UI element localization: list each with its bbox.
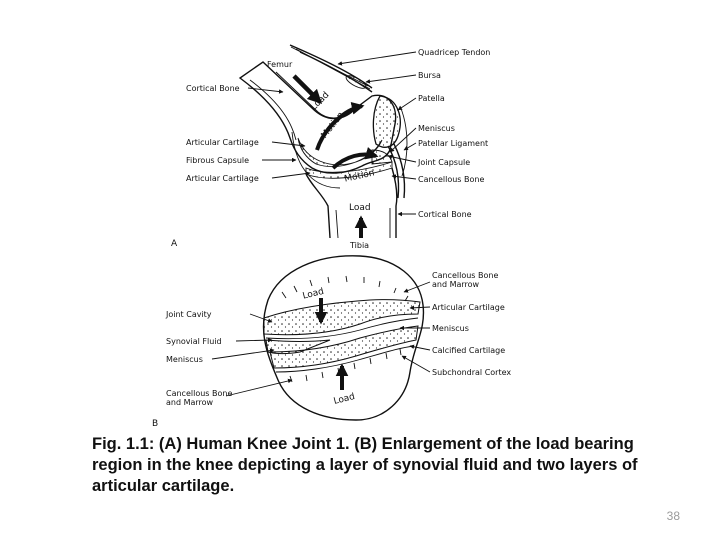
figure-caption: Fig. 1.1: (A) Human Knee Joint 1. (B) En… bbox=[92, 434, 652, 497]
label-and-marrow: and Marrow bbox=[166, 398, 214, 407]
label-quadricep-tendon: Quadricep Tendon bbox=[418, 48, 490, 57]
label-tibia: Tibia bbox=[349, 241, 369, 250]
panel-label-b: B bbox=[152, 419, 158, 429]
label-joint-cavity: Joint Cavity bbox=[165, 310, 212, 319]
label-meniscus: Meniscus bbox=[166, 355, 203, 364]
label-fibrous-capsule: Fibrous Capsule bbox=[186, 156, 249, 165]
patella bbox=[373, 96, 400, 147]
label-cortical-bone: Cortical Bone bbox=[418, 210, 472, 219]
label-joint-capsule: Joint Capsule bbox=[417, 158, 470, 167]
label-patellar-ligament: Patellar Ligament bbox=[418, 139, 488, 148]
label-bursa: Bursa bbox=[418, 71, 441, 80]
label-meniscus: Meniscus bbox=[432, 324, 469, 333]
label-cortical-bone: Cortical Bone bbox=[186, 84, 240, 93]
label-cancellous-bone: Cancellous Bone bbox=[166, 389, 232, 398]
label-cancellous-bone: Cancellous Bone bbox=[432, 271, 498, 280]
page-number: 38 bbox=[640, 509, 680, 523]
arrow-label-motion: Motion bbox=[320, 110, 347, 140]
label-articular-cartilage: Articular Cartilage bbox=[186, 174, 259, 183]
panel-label-a: A bbox=[171, 239, 178, 249]
diagram-a-knee-joint: Load Motion Motion Load Femur Cortical B… bbox=[171, 45, 490, 250]
label-and-marrow: and Marrow bbox=[432, 280, 480, 289]
label-articular-cartilage: Articular Cartilage bbox=[432, 303, 505, 312]
label-cancellous-bone: Cancellous Bone bbox=[418, 175, 484, 184]
label-patella: Patella bbox=[418, 94, 445, 103]
label-femur: Femur bbox=[267, 60, 293, 69]
label-synovial-fluid: Synovial Fluid bbox=[166, 337, 222, 346]
arrow-label-load: Load bbox=[349, 203, 371, 213]
label-meniscus: Meniscus bbox=[418, 124, 455, 133]
arrow-label-load: Load bbox=[333, 392, 356, 407]
diagram-b-load-bearing-region: Load Load Joint Cavity Synovial Fluid Me… bbox=[152, 256, 511, 429]
label-subchondral-cortex: Subchondral Cortex bbox=[432, 368, 511, 377]
label-calcified-cartilage: Calcified Cartilage bbox=[432, 346, 505, 355]
label-articular-cartilage: Articular Cartilage bbox=[186, 138, 259, 147]
